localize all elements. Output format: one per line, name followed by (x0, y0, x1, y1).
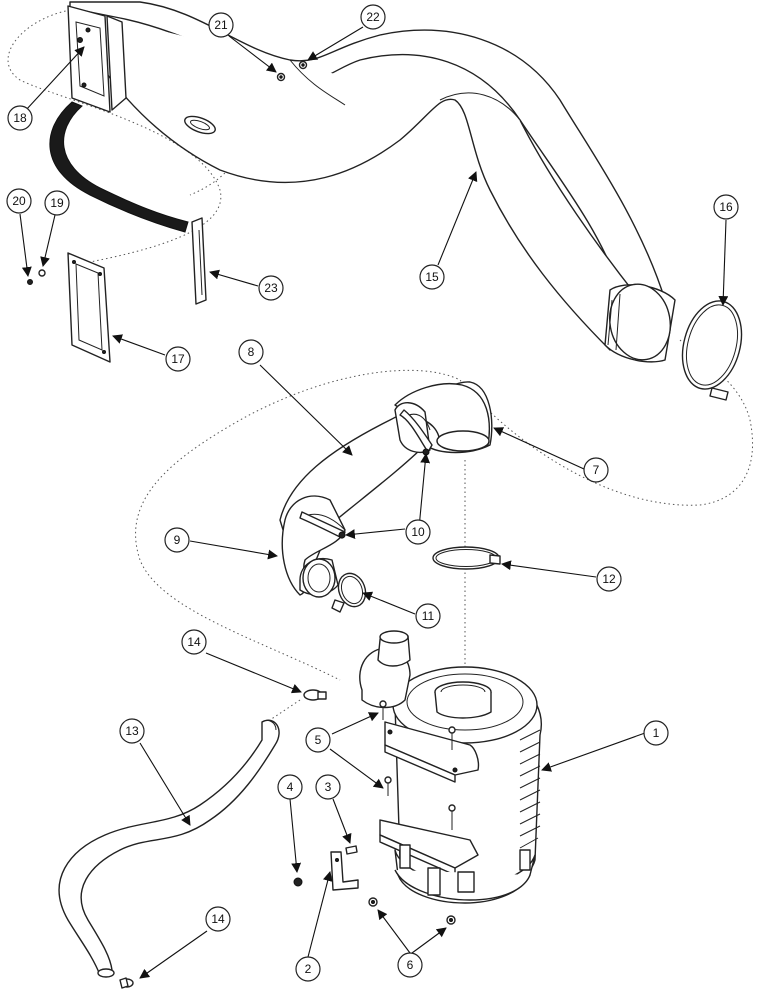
callout-label: 15 (425, 270, 439, 284)
callout-2: 2 (295, 956, 321, 982)
callout-label: 16 (719, 200, 733, 214)
gasket-plate-17 (67, 252, 111, 363)
callout-label: 9 (174, 533, 181, 547)
callout-label: 6 (407, 958, 414, 972)
bracket-23 (191, 217, 207, 305)
callout-label: 22 (366, 10, 380, 24)
callout-16: 16 (713, 194, 739, 220)
bolt-5-upper (379, 700, 387, 720)
callout-13: 13 (119, 718, 145, 744)
upper-intake-duct (67, 1, 676, 363)
callout-3: 3 (315, 774, 341, 800)
callout-label: 20 (12, 194, 26, 208)
callout-11: 11 (415, 603, 441, 629)
callout-14-upper: 14 (181, 629, 207, 655)
callout-label: 8 (248, 345, 255, 359)
band-clamp-16 (681, 300, 743, 401)
leader-lines (19, 26, 729, 979)
lower-hose-13 (58, 719, 280, 978)
callout-label: 19 (50, 196, 64, 210)
callout-label: 5 (315, 733, 322, 747)
hose-clamp-14-upper (303, 689, 327, 701)
callout-label: 18 (13, 111, 27, 125)
hose-8-elbow-7-9 (279, 381, 493, 598)
assembly-dotted-lines (7, 9, 754, 721)
callout-12: 12 (596, 566, 622, 592)
callout-5: 5 (305, 727, 331, 753)
callout-label: 1 (653, 726, 660, 740)
hose-clamp-11 (331, 572, 367, 613)
callout-8: 8 (238, 339, 264, 365)
callout-19: 19 (44, 190, 70, 216)
nut-22 (298, 60, 308, 70)
callout-7: 7 (583, 457, 609, 483)
callout-label: 3 (325, 780, 332, 794)
hose-clamp-10-lower (299, 511, 346, 539)
callout-14-lower: 14 (205, 906, 231, 932)
callout-label: 10 (411, 525, 425, 539)
callout-17: 17 (165, 346, 191, 372)
air-cleaner-1 (359, 630, 542, 904)
callout-label: 2 (305, 962, 312, 976)
cooling-fins (519, 729, 541, 849)
nut-6-right (446, 915, 456, 925)
callout-23: 23 (258, 275, 284, 301)
callout-label: 14 (211, 912, 225, 926)
callout-15: 15 (419, 264, 445, 290)
callout-22: 22 (360, 4, 386, 30)
callout-9: 9 (164, 527, 190, 553)
washer-19 (38, 269, 46, 277)
callout-label: 21 (214, 18, 228, 32)
l-bracket-2 (330, 851, 359, 891)
callout-20: 20 (6, 188, 32, 214)
callout-4: 4 (277, 774, 303, 800)
screw-21 (276, 72, 286, 82)
seal-strip (49, 101, 189, 233)
nut-4 (293, 877, 303, 887)
nut-6-left (368, 897, 378, 907)
callout-label: 13 (125, 724, 139, 738)
callout-18: 18 (7, 105, 33, 131)
bolt-3 (345, 845, 358, 855)
callout-label: 4 (287, 780, 294, 794)
callout-6: 6 (397, 952, 423, 978)
callout-label: 23 (264, 281, 278, 295)
callout-label: 11 (422, 609, 435, 623)
hose-clamp-14-lower (119, 977, 134, 989)
callout-label: 17 (171, 352, 185, 366)
callout-label: 7 (593, 463, 600, 477)
callout-1: 1 (643, 720, 669, 746)
band-clamp-12 (432, 546, 501, 570)
callout-10: 10 (405, 519, 431, 545)
bolt-5-lower (384, 776, 392, 796)
nut-20 (27, 279, 33, 285)
callout-label: 14 (187, 635, 201, 649)
callout-label: 12 (602, 572, 616, 586)
callout-21: 21 (208, 12, 234, 38)
